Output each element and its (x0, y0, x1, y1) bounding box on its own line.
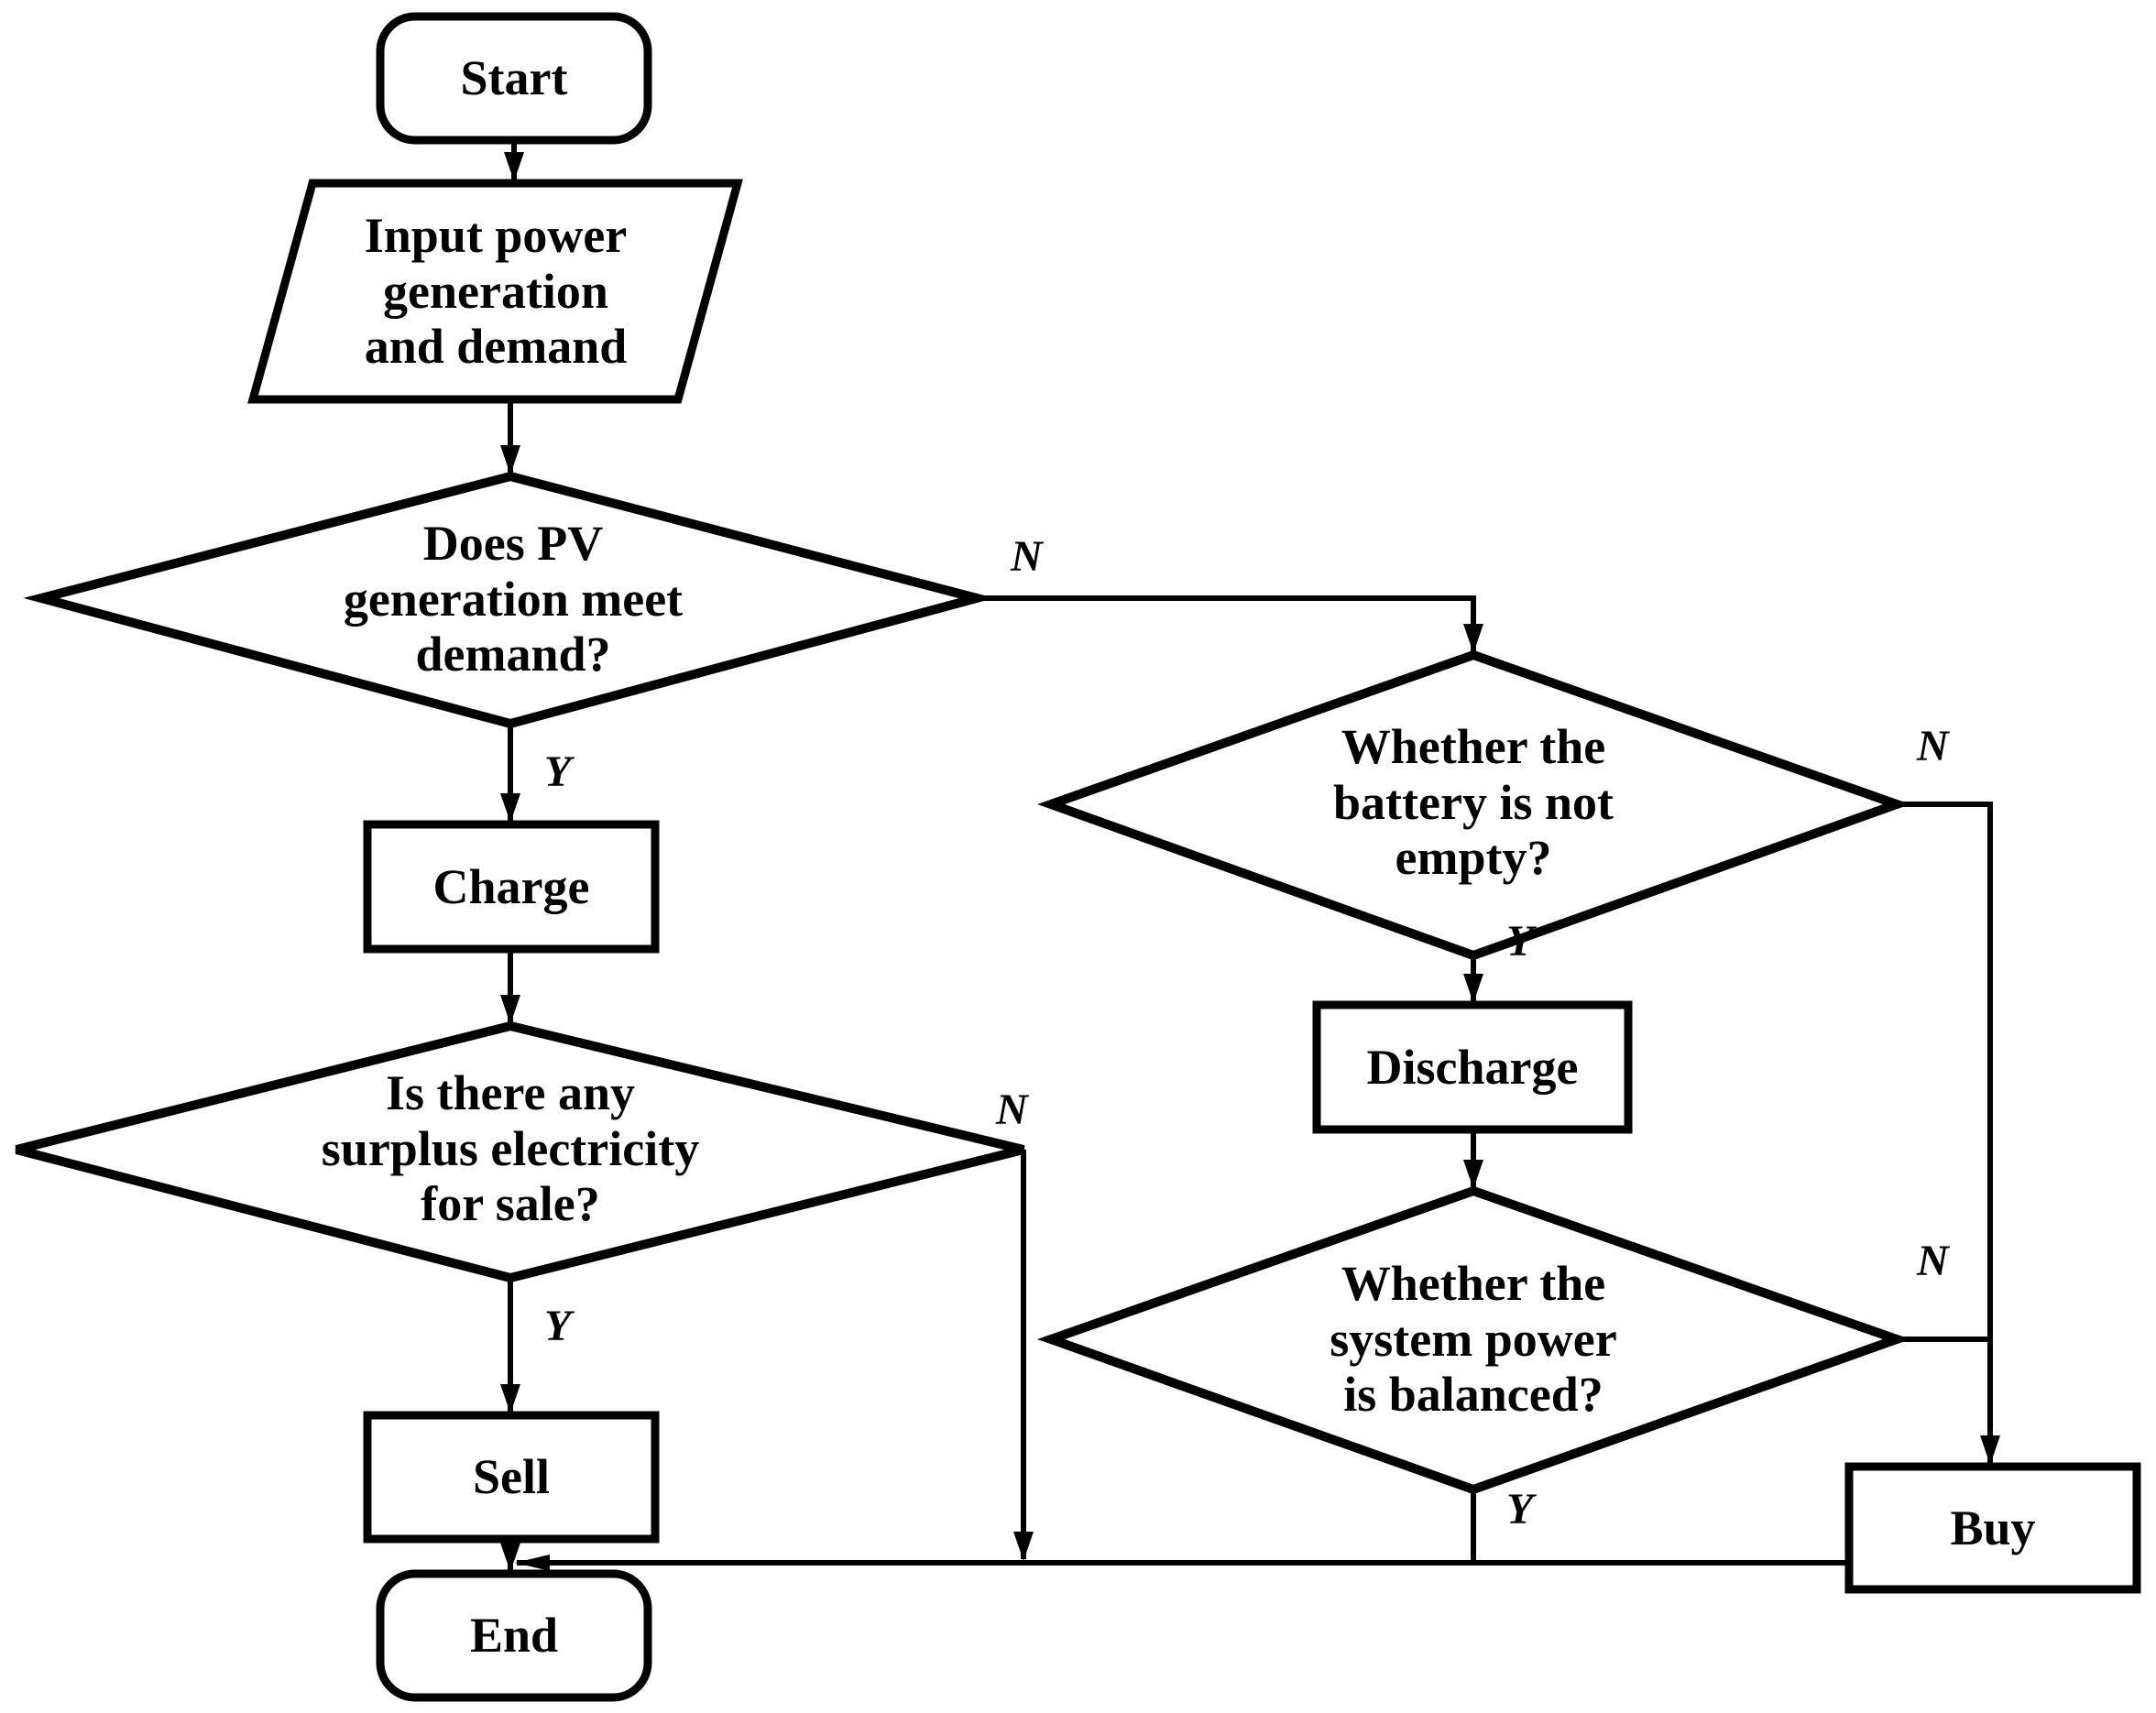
node-surplus-shape[interactable] (15, 1020, 1025, 1283)
edge-label-balanced-yes: Y (1506, 1485, 1534, 1533)
node-discharge-shape[interactable] (1312, 1000, 1633, 1134)
node-buy-shape[interactable] (1844, 1462, 2141, 1594)
edge-label-pv-meet-yes: Y (544, 747, 572, 796)
node-balanced-shape[interactable] (1037, 1185, 1911, 1495)
edge-label-surplus-no: N (996, 1086, 1028, 1134)
node-charge-shape[interactable] (363, 820, 660, 954)
edge-pv-meet-no-to-battery (977, 595, 1483, 653)
node-battery-not-empty-shape[interactable] (1037, 649, 1910, 961)
edge-label-battery-no: N (1917, 722, 1949, 770)
node-input-shape[interactable] (247, 179, 743, 404)
edge-label-surplus-yes: Y (544, 1302, 572, 1350)
edge-label-pv-meet-no: N (1011, 532, 1043, 581)
node-start-shape[interactable] (376, 12, 652, 145)
node-pv-meet-shape[interactable] (23, 471, 995, 729)
edge-battery-no-to-buy (1897, 802, 2000, 1465)
node-sell-shape[interactable] (363, 1411, 660, 1544)
edge-label-balanced-no: N (1917, 1237, 1949, 1285)
node-end-shape[interactable] (376, 1569, 652, 1702)
edge-label-battery-yes: Y (1506, 917, 1534, 966)
